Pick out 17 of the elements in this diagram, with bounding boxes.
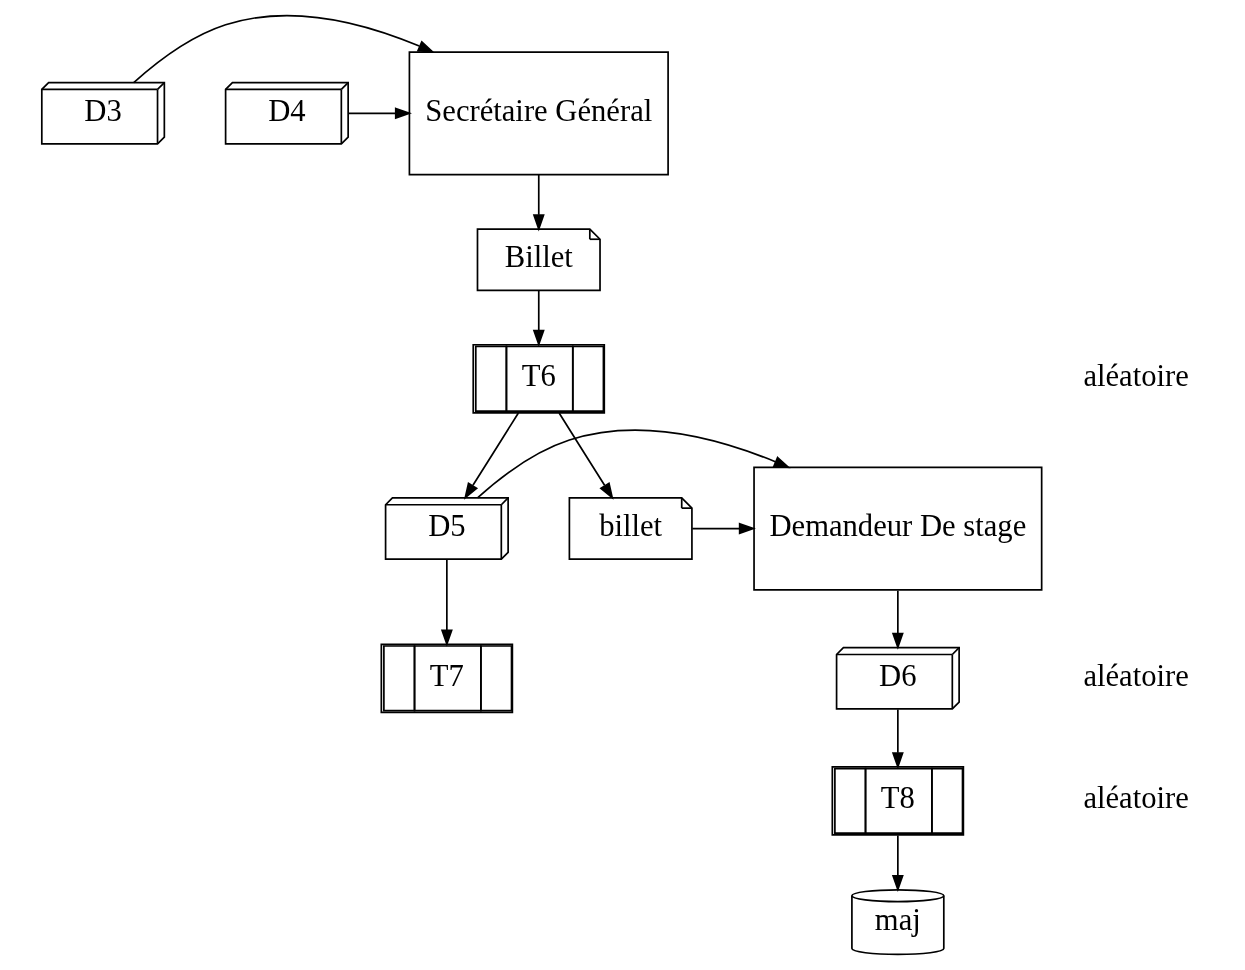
arrow [690,522,756,535]
label: aléatoire [1082,658,1189,693]
arrow [891,589,904,650]
arrow [891,708,904,770]
arrow [463,412,519,500]
node-box: Demandeur De stage [752,466,1042,591]
arrow [532,173,545,232]
label: aléatoire [1082,781,1189,816]
arrow [476,429,791,499]
arrow [557,412,614,500]
node-box: Secrétaire Général [408,51,669,176]
label: aléatoire [1082,359,1189,394]
arrow [132,14,435,84]
arrow [347,107,412,120]
arrow [891,834,904,892]
arrow [440,559,453,647]
arrow [532,289,545,347]
